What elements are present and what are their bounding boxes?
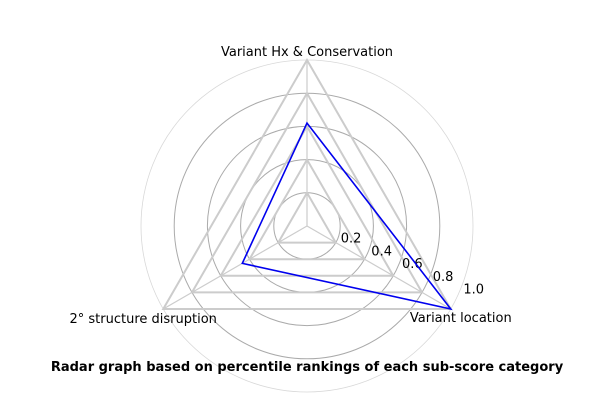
rtick-label: 0.4 <box>371 244 392 259</box>
grid-polygon-0.6 <box>219 124 395 277</box>
axis-spoke-2 <box>162 225 308 310</box>
chart-title: Radar graph based on percentile rankings… <box>51 360 564 375</box>
grid-polygon-0.8 <box>190 91 424 294</box>
axis-label: 2° structure disruption <box>69 312 216 327</box>
rtick-label: 0.2 <box>341 232 362 247</box>
rtick-label: 0.6 <box>402 257 423 272</box>
axis-spoke-1 <box>306 225 452 310</box>
series-line-0 <box>241 121 453 311</box>
series-layer <box>241 121 453 311</box>
axis-label: Variant location <box>410 311 512 326</box>
rtick-label: 1.0 <box>463 283 484 298</box>
grid-polygon-1 <box>161 57 453 310</box>
radial-grid <box>140 57 474 393</box>
radial-tick-labels: 0.2 0.4 0.6 0.8 1.0 <box>341 232 484 298</box>
axis-label: Variant Hx & Conservation <box>221 45 393 60</box>
grid-polygon-0.2 <box>276 190 338 244</box>
rtick-label: 0.8 <box>433 270 454 285</box>
grid-polygon-0.4 <box>247 157 367 261</box>
